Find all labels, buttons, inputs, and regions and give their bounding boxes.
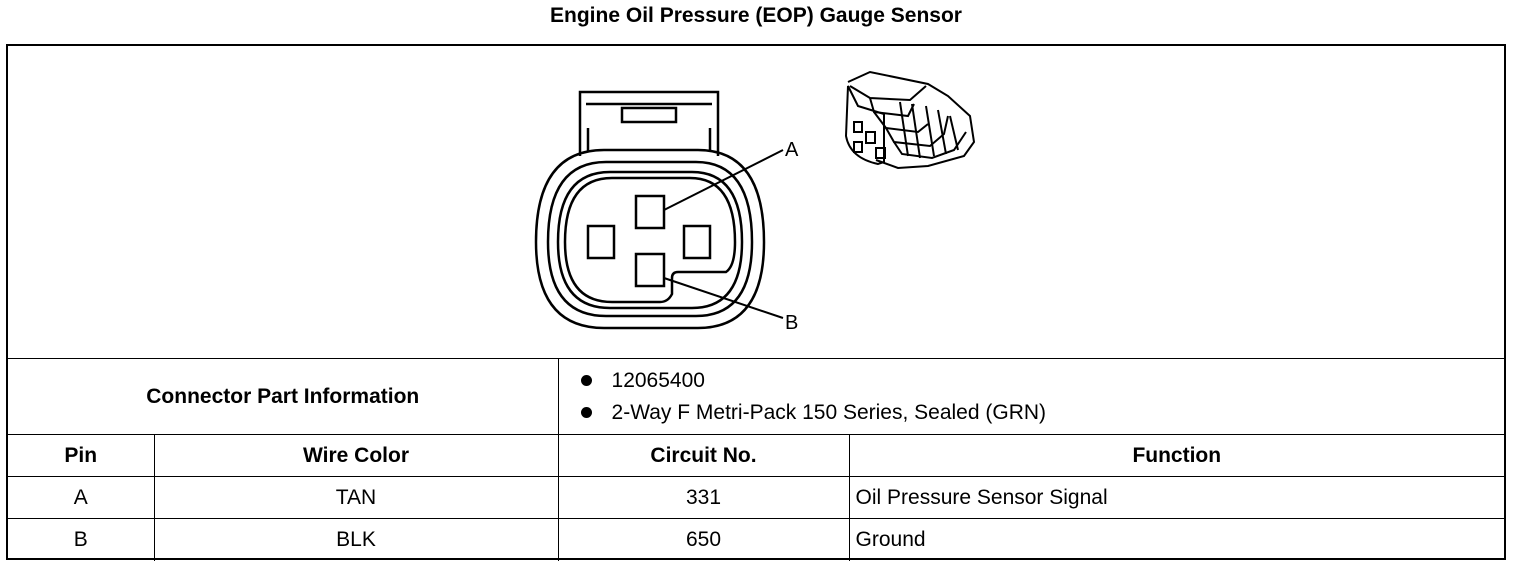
wire-color-cell: TAN [153, 476, 559, 519]
table-row: B BLK 650 Ground [8, 518, 1505, 561]
pinout-table: Connector Part Information 12065400 2-Wa… [8, 358, 1505, 561]
connector-info-label: Connector Part Information [8, 358, 559, 435]
circuit-cell: 650 [557, 518, 850, 561]
connector-latch [578, 90, 720, 156]
page-title: Engine Oil Pressure (EOP) Gauge Sensor [550, 4, 962, 27]
pin-cell: B [8, 518, 155, 561]
connector-3d-icon [844, 70, 976, 170]
connector-info-list: 12065400 2-Way F Metri-Pack 150 Series, … [557, 358, 1505, 435]
leader-line-a [663, 149, 784, 211]
connector-illustration: A B [534, 70, 976, 334]
connector-diagram: A B [8, 46, 1504, 358]
connector-description: 2-Way F Metri-Pack 150 Series, Sealed (G… [611, 400, 1047, 424]
header-wire-color: Wire Color [153, 434, 559, 477]
bullet-icon [580, 407, 592, 418]
list-item: 12065400 [580, 365, 1499, 397]
wire-color-cell: BLK [153, 518, 559, 561]
cavity-b [634, 252, 666, 288]
connector-info-row: Connector Part Information 12065400 2-Wa… [8, 358, 1505, 435]
pin-label-b: B [785, 312, 798, 334]
circuit-cell: 331 [557, 476, 850, 519]
header-circuit-no: Circuit No. [557, 434, 850, 477]
list-item: 2-Way F Metri-Pack 150 Series, Sealed (G… [580, 397, 1499, 429]
function-cell: Ground [848, 518, 1505, 561]
table-row: A TAN 331 Oil Pressure Sensor Signal [8, 476, 1505, 519]
bullet-icon [580, 375, 592, 386]
header-function: Function [848, 434, 1505, 477]
header-pin: Pin [8, 434, 155, 477]
part-number: 12065400 [611, 368, 705, 392]
connector-face [534, 148, 766, 330]
connector-frame: A B [6, 44, 1506, 561]
leader-line-b [663, 277, 784, 319]
cavity-a [634, 194, 666, 230]
pin-cell: A [8, 476, 155, 519]
table-header-row: Pin Wire Color Circuit No. Function [8, 434, 1505, 477]
function-cell: Oil Pressure Sensor Signal [848, 476, 1505, 519]
pin-label-a: A [785, 139, 799, 161]
